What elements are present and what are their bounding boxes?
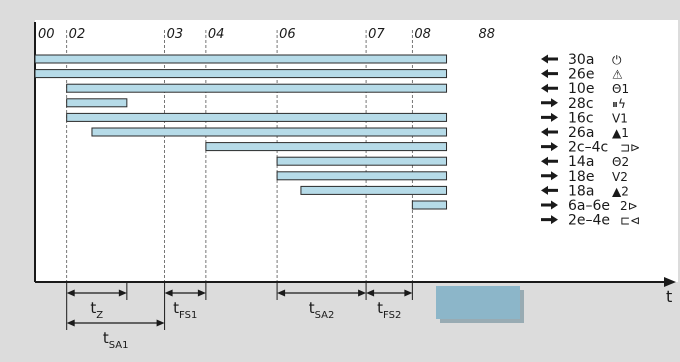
interval-label-subscript: FS2 bbox=[383, 310, 401, 321]
time-label-06: 06 bbox=[279, 27, 296, 42]
direction-arrow-in bbox=[541, 83, 558, 93]
time-label-02: 02 bbox=[69, 27, 86, 42]
signal-symbol: ⏸ϟ bbox=[612, 97, 626, 111]
signal-symbol: ⊏⊲ bbox=[620, 214, 640, 228]
time-axis-label: t bbox=[666, 287, 672, 306]
signal-code: 10e bbox=[568, 81, 594, 97]
signal-code: 2e–4e bbox=[568, 213, 610, 229]
time-label-03: 03 bbox=[167, 27, 184, 42]
signal-bar-2c–4c bbox=[205, 142, 448, 152]
interval-label-subscript: Z bbox=[96, 310, 103, 321]
signal-bar-30a bbox=[34, 54, 448, 64]
signal-symbol: ▲2 bbox=[612, 184, 629, 198]
interval-tFS1-arrow-left bbox=[164, 289, 173, 297]
direction-arrow-out bbox=[541, 171, 558, 181]
interval-label-tZ: tZ bbox=[90, 299, 103, 321]
signal-symbol: ▲1 bbox=[612, 126, 629, 140]
signal-bar-18a bbox=[300, 185, 448, 195]
direction-arrow-out bbox=[541, 112, 558, 122]
signal-code: 28c bbox=[568, 96, 594, 112]
time-label-04: 04 bbox=[208, 27, 225, 42]
interval-tFS1-arrow-right bbox=[197, 289, 206, 297]
direction-arrow-in bbox=[541, 69, 558, 79]
interval-tFS2-arrow-right bbox=[404, 289, 413, 297]
signal-bar-10e bbox=[66, 83, 448, 93]
signal-symbol: ⊐⊳ bbox=[620, 141, 640, 155]
direction-arrow-out bbox=[541, 200, 558, 210]
time-label-00: 00 bbox=[38, 27, 55, 42]
time-label-08: 08 bbox=[414, 27, 431, 42]
interval-label-tSA2: tSA2 bbox=[309, 299, 335, 321]
signal-bar-6a–6e bbox=[411, 200, 448, 210]
signal-symbol: 2⊳ bbox=[620, 199, 638, 213]
signal-bar-16c bbox=[66, 112, 448, 122]
signal-symbol: V1 bbox=[612, 111, 628, 125]
direction-arrow-in bbox=[541, 127, 558, 137]
direction-arrow-in bbox=[541, 185, 558, 195]
interval-label-main: t bbox=[90, 299, 96, 317]
signal-code: 26e bbox=[568, 67, 594, 83]
direction-arrow-out bbox=[541, 98, 558, 108]
signal-code: 26a bbox=[568, 125, 594, 141]
signal-bar-14a bbox=[276, 156, 448, 166]
signal-code: 18a bbox=[568, 183, 594, 199]
interval-label-main: t bbox=[103, 329, 109, 347]
interval-tZ-arrow-left bbox=[66, 289, 75, 297]
interval-tZ-arrow-right bbox=[118, 289, 127, 297]
signal-code: 2c–4c bbox=[568, 140, 608, 156]
direction-arrow-in bbox=[541, 54, 558, 64]
signal-symbol: ⏻ bbox=[612, 53, 622, 67]
signal-symbol: Θ1 bbox=[612, 82, 629, 96]
signal-bar-26a bbox=[91, 127, 448, 137]
time-label-07: 07 bbox=[368, 27, 385, 42]
signal-code: 16c bbox=[568, 110, 594, 126]
time-label-88: 88 bbox=[478, 27, 495, 42]
interval-label-subscript: FS1 bbox=[179, 310, 197, 321]
direction-arrow-out bbox=[541, 142, 558, 152]
signal-symbol: ⚠ bbox=[612, 68, 623, 82]
signal-bar-26e bbox=[34, 69, 448, 79]
interval-label-tFS2: tFS2 bbox=[377, 299, 401, 321]
highlight-box bbox=[436, 286, 520, 319]
signal-bar-18e bbox=[276, 171, 448, 181]
time-axis-arrowhead bbox=[664, 277, 676, 287]
interval-tSA1-arrow-left bbox=[66, 319, 75, 327]
interval-label-subscript: SA1 bbox=[109, 340, 129, 351]
interval-tSA1-arrow-right bbox=[156, 319, 165, 327]
interval-tFS2-arrow-left bbox=[366, 289, 375, 297]
interval-label-main: t bbox=[377, 299, 383, 317]
interval-label-tSA1: tSA1 bbox=[103, 329, 129, 351]
interval-tSA2-arrow-right bbox=[358, 289, 367, 297]
signal-bar-28c bbox=[66, 98, 128, 108]
signal-symbol: V2 bbox=[612, 170, 628, 184]
direction-arrow-out bbox=[541, 215, 558, 225]
interval-label-main: t bbox=[173, 299, 179, 317]
signal-code: 6a–6e bbox=[568, 198, 610, 214]
interval-label-main: t bbox=[309, 299, 315, 317]
direction-arrow-in bbox=[541, 156, 558, 166]
interval-label-tFS1: tFS1 bbox=[173, 299, 197, 321]
interval-label-subscript: SA2 bbox=[315, 310, 335, 321]
signal-code: 14a bbox=[568, 154, 594, 170]
signal-code: 18e bbox=[568, 169, 594, 185]
signal-symbol: Θ2 bbox=[612, 155, 629, 169]
interval-tSA2-arrow-left bbox=[277, 289, 286, 297]
signal-code: 30a bbox=[568, 52, 594, 68]
